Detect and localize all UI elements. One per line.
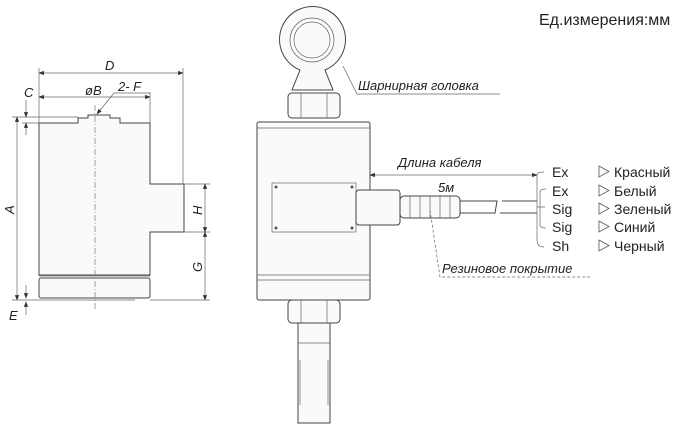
base-ring bbox=[38, 277, 151, 299]
wire-signal: Ex bbox=[552, 183, 568, 199]
label-E: E bbox=[9, 308, 18, 323]
bottom-nut bbox=[287, 299, 341, 324]
label-G: G bbox=[190, 262, 205, 272]
triangle-icon bbox=[598, 184, 610, 197]
label-F: 2- F bbox=[117, 79, 142, 94]
rod-end-label: Шарнирная головка bbox=[358, 78, 479, 93]
wire-row: Sh Черный bbox=[552, 238, 665, 254]
side-view: D øB 2- F C A H G E bbox=[2, 58, 210, 323]
wire-color: Красный bbox=[614, 164, 670, 180]
wire-row: Ex Красный bbox=[552, 164, 670, 180]
wire-signal: Sig bbox=[552, 201, 572, 217]
wire-color: Черный bbox=[614, 238, 665, 254]
units-label: Ед.измерения:мм bbox=[539, 12, 670, 29]
label-H: H bbox=[190, 205, 205, 215]
threaded-rod bbox=[297, 322, 331, 424]
label-A: A bbox=[2, 205, 17, 215]
wire-row: Sig Зеленый bbox=[552, 201, 671, 217]
rod-end-eye bbox=[279, 5, 346, 91]
label-B: øB bbox=[85, 83, 102, 98]
wire-signal: Ex bbox=[552, 164, 568, 180]
cable-length-value: 5м bbox=[438, 180, 454, 195]
wire-row: Ex Белый bbox=[552, 183, 657, 199]
wire-color-table: Ex Красный Ex Белый Sig Зеленый Sig Сини… bbox=[552, 164, 671, 254]
rubber-cover-leader bbox=[429, 209, 590, 278]
cable-length-label: Длина кабеля bbox=[396, 155, 482, 170]
rubber-cover-label: Резиновое покрытие bbox=[442, 261, 572, 276]
load-cell-body bbox=[256, 121, 371, 301]
cylinder-body bbox=[38, 114, 185, 276]
label-C: C bbox=[24, 85, 34, 100]
triangle-icon bbox=[598, 220, 610, 233]
front-view: Шарнирная головка Длина кабеля 5м Резино… bbox=[256, 5, 590, 424]
wire-signal: Sig bbox=[552, 219, 572, 235]
triangle-icon bbox=[598, 165, 610, 178]
wire-color: Зеленый bbox=[614, 201, 671, 217]
cable bbox=[460, 200, 498, 214]
triangle-icon bbox=[598, 202, 610, 215]
wire-row: Sig Синий bbox=[552, 219, 655, 235]
wire-signal: Sh bbox=[552, 238, 569, 254]
wire-color: Синий bbox=[614, 219, 655, 235]
cable-gland bbox=[355, 189, 401, 226]
rod-end-leader bbox=[342, 65, 500, 95]
top-nut bbox=[287, 92, 341, 119]
label-D: D bbox=[105, 58, 114, 73]
triangle-icon bbox=[598, 239, 610, 252]
wire-color: Белый bbox=[614, 183, 657, 199]
